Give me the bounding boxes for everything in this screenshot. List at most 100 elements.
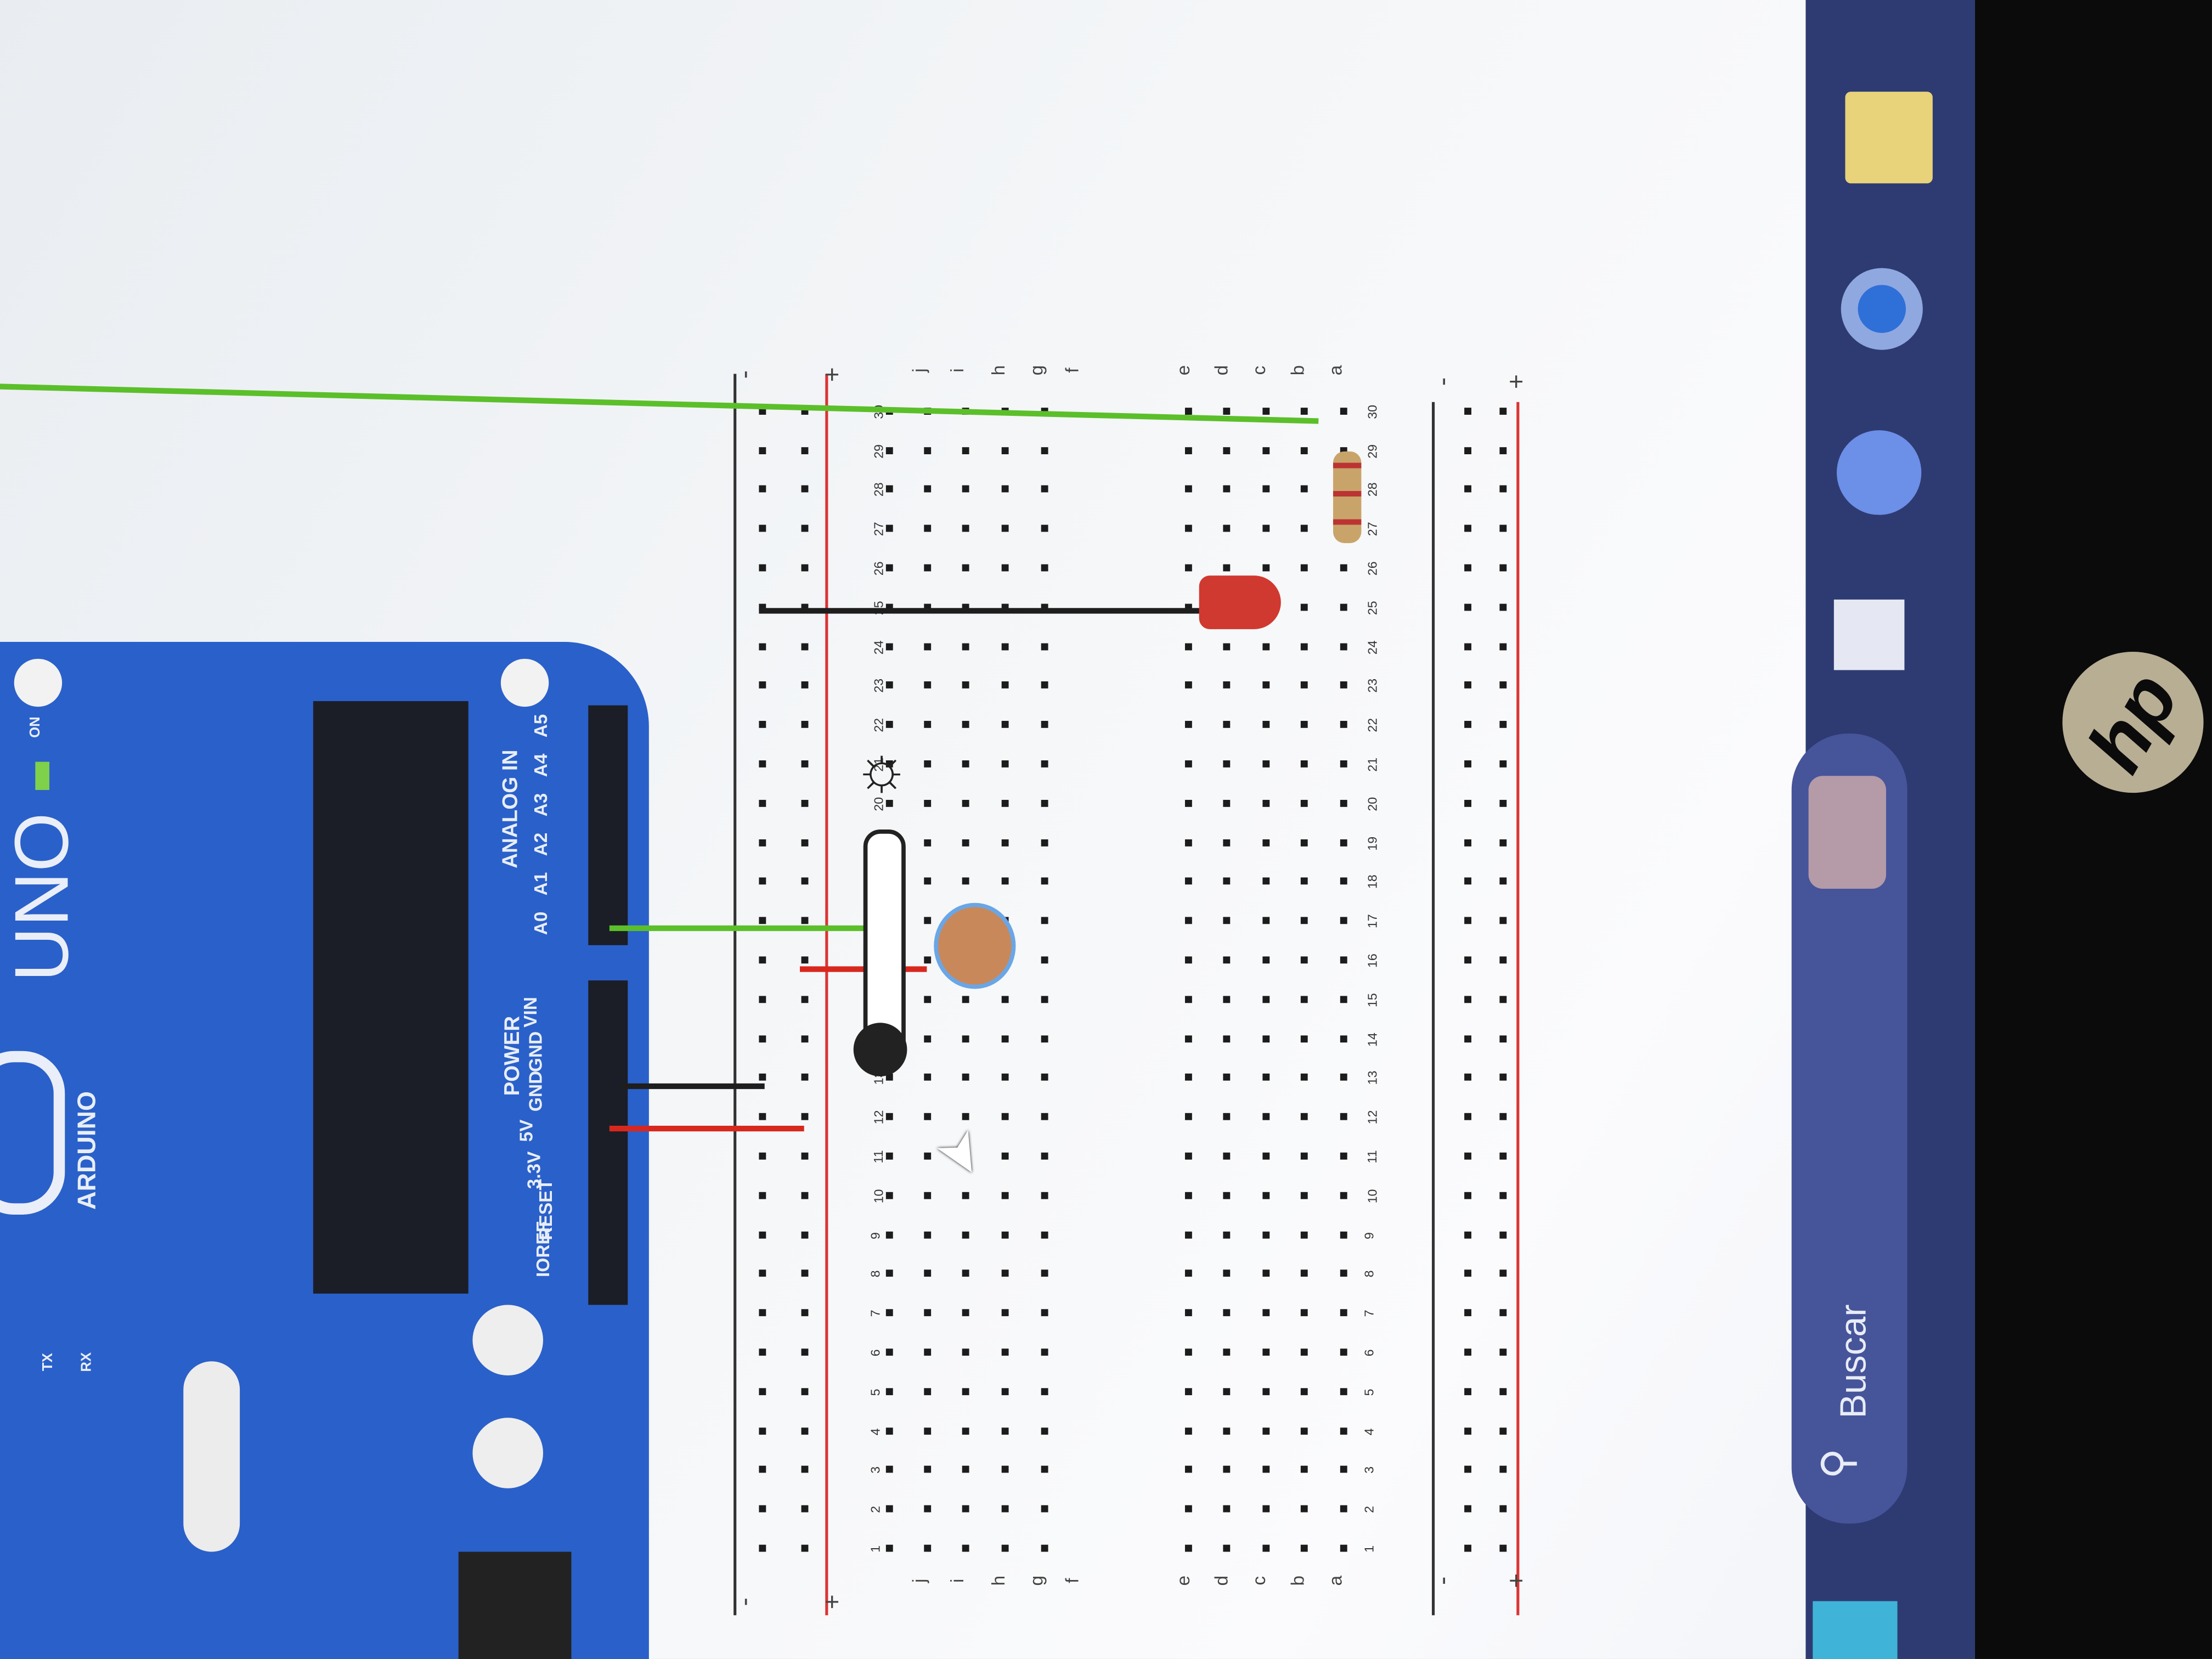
breadboard-hole (759, 1427, 766, 1435)
breadboard-hole (1001, 1505, 1009, 1513)
breadboard-hole (1340, 681, 1347, 689)
breadboard-hole (962, 760, 969, 768)
file-explorer-icon[interactable] (1845, 92, 1933, 184)
ground-wire[interactable] (620, 1083, 765, 1090)
breadboard-hole (962, 1309, 969, 1317)
chat-icon[interactable] (1836, 430, 1922, 515)
breadboard-hole (1184, 1192, 1192, 1199)
column-number: 26 (872, 561, 886, 576)
breadboard-hole (1001, 525, 1009, 532)
column-number: 6 (868, 1349, 883, 1357)
breadboard-hole (885, 525, 893, 532)
column-number: 2 (868, 1506, 883, 1514)
breadboard-hole (801, 878, 809, 885)
breadboard-hole (1001, 447, 1009, 454)
column-number: 18 (1365, 875, 1380, 890)
breadboard-hole (885, 760, 893, 768)
resistor[interactable] (1333, 451, 1362, 543)
breadboard-hole (1041, 1505, 1048, 1513)
breadboard-hole (1223, 1505, 1231, 1513)
breadboard-hole (1184, 1270, 1192, 1278)
breadboard-hole (1184, 760, 1192, 768)
search-box[interactable]: Buscar ⚲ (1791, 733, 1908, 1524)
breadboard-hole (1223, 838, 1231, 846)
breadboard-hole (759, 956, 766, 964)
breadboard-hole (1340, 1231, 1347, 1238)
breadboard-hole (1262, 917, 1270, 924)
breadboard-hole (1499, 525, 1507, 532)
breadboard-hole (924, 1192, 932, 1199)
mounting-hole (500, 658, 549, 707)
breadboard-hole (1262, 642, 1270, 650)
breadboard-hole (1184, 1387, 1192, 1395)
breadboard-hole (1184, 995, 1192, 1003)
breadboard-hole (1464, 681, 1471, 689)
model-label: UNO (0, 812, 85, 982)
breadboard-hole (885, 799, 893, 807)
breadboard-hole (1340, 1348, 1347, 1356)
light-slider-handle[interactable] (853, 1023, 907, 1076)
breadboard-hole (1001, 760, 1009, 768)
led-ground-wire[interactable] (759, 608, 1218, 614)
breadboard-hole (1464, 1427, 1471, 1435)
breadboard-hole (1340, 760, 1347, 768)
breadboard-hole (1464, 1544, 1471, 1552)
breadboard-hole (1300, 1427, 1308, 1435)
breadboard-hole (924, 681, 932, 689)
breadboard-hole (885, 1387, 893, 1395)
power-pin-label: VIN (520, 997, 541, 1028)
breadboard-hole (759, 447, 766, 454)
breadboard-hole (924, 1309, 932, 1317)
task-view-icon[interactable] (1833, 599, 1905, 670)
breadboard-hole (1340, 1113, 1347, 1121)
breadboard-hole (1223, 564, 1231, 572)
power-wire-5v[interactable] (609, 1125, 804, 1132)
breadboard-hole (1262, 407, 1270, 415)
photoresistor[interactable] (934, 902, 1016, 989)
breadboard-hole (1300, 1035, 1308, 1042)
breadboard-hole (1223, 1035, 1231, 1042)
breadboard-hole (1340, 917, 1347, 924)
breadboard-hole (1300, 1387, 1308, 1395)
column-number: 20 (1365, 797, 1380, 811)
breadboard-hole (962, 878, 969, 885)
breadboard-hole (1464, 838, 1471, 846)
red-led[interactable] (1199, 575, 1281, 629)
breadboard-hole (1041, 995, 1048, 1003)
breadboard-hole (885, 564, 893, 572)
breadboard-hole (1464, 525, 1471, 532)
on-led (35, 761, 49, 790)
breadboard-hole (1262, 878, 1270, 885)
breadboard-hole (885, 1348, 893, 1356)
breadboard-hole (1041, 1231, 1048, 1238)
breadboard-hole (1001, 878, 1009, 885)
breadboard-hole (801, 1309, 809, 1317)
signal-wire-a0[interactable] (609, 925, 878, 932)
column-number: 15 (1365, 992, 1380, 1007)
breadboard-hole (1184, 1035, 1192, 1042)
breadboard-hole (1464, 1113, 1471, 1121)
settings-icon[interactable] (1841, 268, 1923, 350)
breadboard-hole (1262, 486, 1270, 493)
breadboard[interactable]: 1122334455667788991010111112121313141415… (719, 360, 1537, 1629)
breadboard-hole (1464, 799, 1471, 807)
breadboard-hole (962, 1544, 969, 1552)
breadboard-hole (1001, 1113, 1009, 1121)
breadboard-hole (1184, 1348, 1192, 1356)
column-number: 5 (1362, 1389, 1376, 1396)
breadboard-hole (759, 564, 766, 572)
rail-sign: + (1502, 374, 1531, 390)
breadboard-hole (759, 799, 766, 807)
breadboard-hole (1300, 878, 1308, 885)
breadboard-hole (924, 564, 932, 572)
breadboard-hole (924, 1466, 932, 1474)
breadboard-hole (1340, 1505, 1347, 1513)
windows-start-icon[interactable] (1813, 1601, 1898, 1659)
breadboard-hole (1300, 1544, 1308, 1552)
row-letter: g (1025, 1575, 1047, 1586)
breadboard-hole (962, 1348, 969, 1356)
breadboard-hole (1300, 1113, 1308, 1121)
breadboard-hole (1464, 1152, 1471, 1160)
column-number: 7 (868, 1310, 883, 1317)
